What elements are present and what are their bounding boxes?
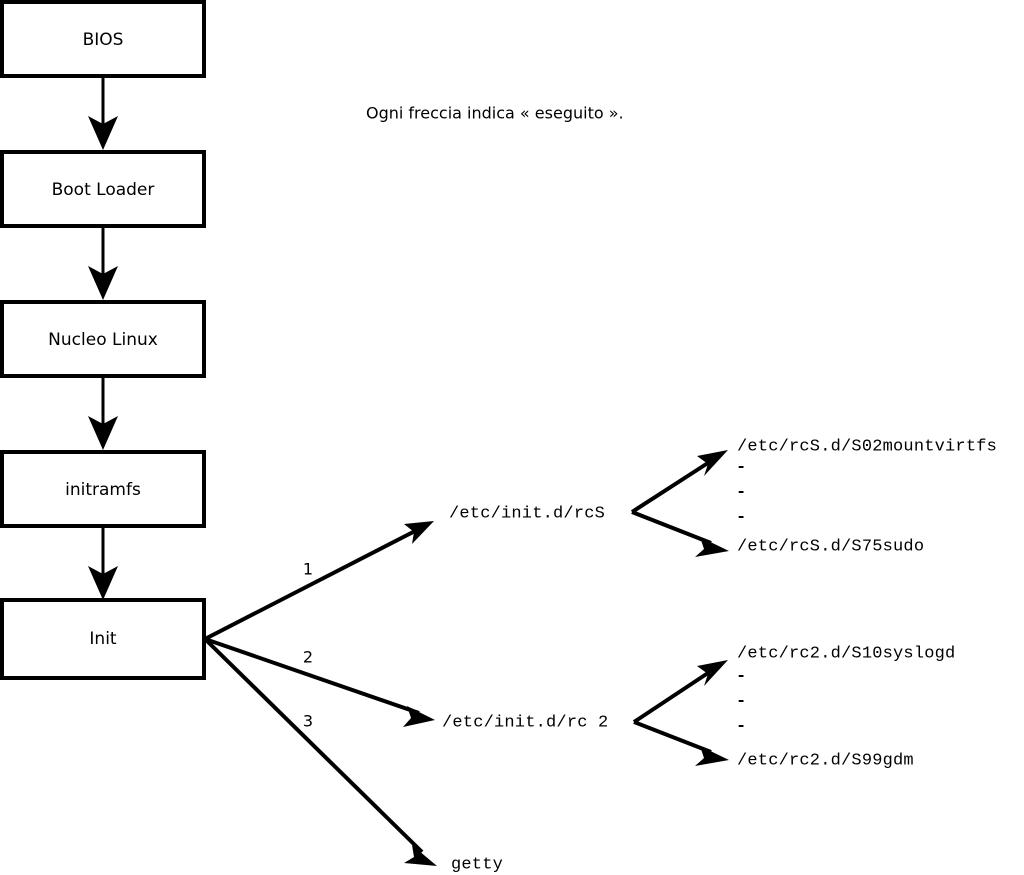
branch-2-target-label[interactable]: /etc/init.d/rc 2	[442, 713, 608, 732]
rcs-arrow-first	[630, 450, 728, 514]
branch-arrow-2	[204, 637, 435, 727]
branch-1-target-label[interactable]: /etc/init.d/rcS	[449, 504, 605, 523]
branch-3-number: 3	[303, 712, 313, 731]
node-boot-loader[interactable]: Boot Loader	[0, 150, 206, 228]
rc2-script-last[interactable]: /etc/rc2.d/S99gdm	[737, 751, 914, 770]
rc2-ellipsis-dash-1: -	[736, 667, 746, 686]
rcs-script-last[interactable]: /etc/rcS.d/S75sudo	[737, 537, 924, 556]
node-bios[interactable]: BIOS	[0, 0, 206, 78]
branch-2-number: 2	[303, 648, 313, 667]
rc2-script-first[interactable]: /etc/rc2.d/S10syslogd	[737, 644, 955, 663]
branch-arrow-1	[204, 521, 434, 641]
branch-1-number: 1	[303, 560, 313, 579]
node-bios-label: BIOS	[83, 30, 124, 50]
branch-arrow-3	[203, 637, 437, 866]
rc2-arrow-last	[633, 720, 729, 766]
node-nucleo-linux-label: Nucleo Linux	[48, 330, 158, 350]
rcs-arrow-last	[631, 510, 729, 557]
diagram-caption: Ogni freccia indica « eseguito ».	[366, 104, 624, 123]
node-init-label: Init	[89, 629, 117, 649]
rc2-arrow-first	[632, 660, 728, 724]
rc2-ellipsis-dash-3: -	[736, 717, 746, 736]
node-init[interactable]: Init	[0, 598, 206, 680]
node-initramfs-label: initramfs	[65, 480, 141, 500]
rc2-ellipsis-dash-2: -	[736, 692, 746, 711]
node-boot-loader-label: Boot Loader	[52, 180, 155, 200]
rcs-ellipsis-dash-3: -	[736, 508, 746, 527]
chain-arrow-initramfs-to-init	[88, 526, 118, 600]
branch-3-target-label[interactable]: getty	[451, 855, 503, 874]
chain-arrow-bootloader-to-kernel	[88, 226, 118, 300]
rcs-ellipsis-dash-1: -	[736, 458, 746, 477]
node-initramfs[interactable]: initramfs	[0, 450, 206, 528]
chain-arrow-kernel-to-initramfs	[88, 376, 118, 450]
chain-arrow-bios-to-bootloader	[88, 76, 118, 150]
node-nucleo-linux[interactable]: Nucleo Linux	[0, 300, 206, 378]
rcs-ellipsis-dash-2: -	[736, 483, 746, 502]
rcs-script-first[interactable]: /etc/rcS.d/S02mountvirtfs	[737, 437, 997, 456]
